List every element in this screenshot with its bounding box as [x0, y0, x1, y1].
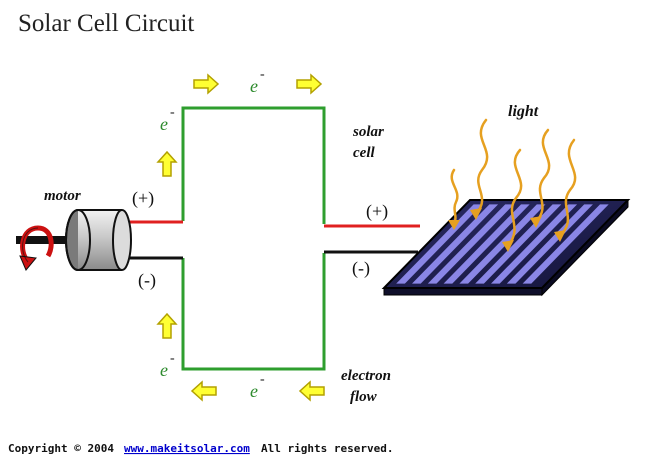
- electron-label-left-top: e -: [160, 105, 175, 134]
- electron-flow-label-line2: flow: [350, 389, 378, 405]
- circuit-wire: [181, 106, 326, 224]
- electron-charge: -: [260, 372, 265, 387]
- panel-negative-label: (-): [352, 258, 370, 279]
- copyright-text: Copyright © 2004: [8, 442, 114, 455]
- arrow-icon: [296, 73, 323, 95]
- footer: Copyright © 2004 www.makeitsolar.com All…: [8, 442, 393, 455]
- rights-text: All rights reserved.: [261, 442, 393, 455]
- panel-cell-stripe: [475, 204, 562, 284]
- panel-cell-stripe: [396, 204, 483, 284]
- rotation-arrow-icon: [19, 225, 54, 271]
- panel-cell-stripe: [427, 204, 514, 284]
- arrow-icon: [156, 312, 178, 339]
- arrow-icon: [156, 150, 178, 177]
- solar-cell-label-line2: cell: [353, 145, 375, 161]
- electron-symbol: e: [250, 381, 258, 401]
- motor-positive-label: (+): [132, 188, 154, 209]
- arrow-icon: [298, 380, 325, 402]
- panel-cell-stripe: [443, 204, 530, 284]
- panel-cell-stripe: [491, 204, 578, 284]
- panel-positive-label: (+): [366, 201, 388, 222]
- electron-flow-label-line1: electron: [341, 368, 391, 384]
- bottom-flow-arrows: [190, 380, 325, 402]
- light-rays: [448, 118, 577, 252]
- electron-symbol: e: [160, 114, 168, 134]
- arrow-icon: [193, 73, 220, 95]
- electron-label-bottom: e -: [250, 372, 265, 401]
- electron-charge: -: [260, 67, 265, 82]
- panel-cell-stripe: [506, 204, 593, 284]
- circuit-wire-bottom: [181, 253, 326, 371]
- light-label: light: [508, 103, 539, 120]
- top-flow-arrows: [193, 73, 323, 95]
- electron-symbol: e: [160, 360, 168, 380]
- panel-cell-stripe: [459, 204, 546, 284]
- panel-cell-stripe: [412, 204, 499, 284]
- motor-icon: [16, 209, 132, 271]
- panel-cell-stripes: [396, 204, 609, 284]
- website-link[interactable]: www.makeitsolar.com: [124, 442, 250, 455]
- motor-negative-label: (-): [138, 270, 156, 291]
- electron-label-top: e -: [250, 67, 265, 96]
- electron-charge: -: [170, 105, 175, 120]
- arrow-icon: [190, 380, 217, 402]
- electron-charge: -: [170, 351, 175, 366]
- motor-label: motor: [44, 188, 81, 204]
- left-flow-arrows: [156, 150, 178, 339]
- diagram-title: Solar Cell Circuit: [18, 10, 194, 37]
- panel-cell-stripe: [522, 204, 609, 284]
- electron-label-left-bottom: e -: [160, 351, 175, 380]
- electron-symbol: e: [250, 76, 258, 96]
- solar-cell-label-line1: solar: [352, 124, 384, 140]
